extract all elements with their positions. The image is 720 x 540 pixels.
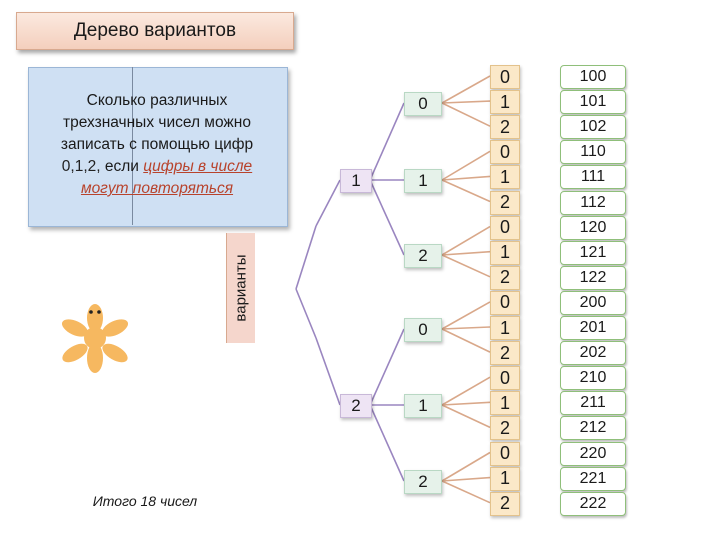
result-number: 210 xyxy=(560,366,626,390)
result-number: 200 xyxy=(560,291,626,315)
level1-link-0 xyxy=(316,180,340,226)
result-number: 102 xyxy=(560,115,626,139)
second-digit-node: 0 xyxy=(404,318,442,342)
result-number: 201 xyxy=(560,316,626,340)
third-digit-node: 2 xyxy=(490,416,520,440)
root-branch-bottom xyxy=(296,289,316,338)
result-number: 110 xyxy=(560,140,626,164)
third-digit-node: 2 xyxy=(490,341,520,365)
third-digit-node: 1 xyxy=(490,467,520,491)
result-number: 202 xyxy=(560,341,626,365)
result-number: 221 xyxy=(560,467,626,491)
result-number: 122 xyxy=(560,266,626,290)
result-number: 222 xyxy=(560,492,626,516)
level3-link-17 xyxy=(442,481,490,503)
level1-link-1 xyxy=(316,338,340,405)
third-digit-node: 0 xyxy=(490,65,520,89)
third-digit-node: 1 xyxy=(490,90,520,114)
level3-link-10 xyxy=(442,327,490,329)
second-digit-node: 1 xyxy=(404,394,442,418)
third-digit-node: 0 xyxy=(490,140,520,164)
third-digit-node: 1 xyxy=(490,241,520,265)
level3-link-12 xyxy=(442,377,490,405)
level2-link-3 xyxy=(370,329,404,405)
third-digit-node: 2 xyxy=(490,115,520,139)
level3-link-6 xyxy=(442,227,490,255)
level2-link-5 xyxy=(370,405,404,481)
root-branch-top xyxy=(296,226,316,289)
third-digit-node: 2 xyxy=(490,266,520,290)
level3-link-13 xyxy=(442,402,490,405)
third-digit-node: 1 xyxy=(490,316,520,340)
third-digit-node: 2 xyxy=(490,191,520,215)
level3-link-15 xyxy=(442,453,490,482)
result-number: 112 xyxy=(560,191,626,215)
result-number: 220 xyxy=(560,442,626,466)
result-number: 211 xyxy=(560,391,626,415)
third-digit-node: 0 xyxy=(490,366,520,390)
result-number: 120 xyxy=(560,216,626,240)
second-digit-node: 2 xyxy=(404,470,442,494)
first-digit-node: 2 xyxy=(340,394,372,418)
result-number: 111 xyxy=(560,165,626,189)
level3-link-0 xyxy=(442,76,490,103)
level2-link-0 xyxy=(370,103,404,180)
result-number: 101 xyxy=(560,90,626,114)
level3-link-7 xyxy=(442,252,490,255)
third-digit-node: 1 xyxy=(490,165,520,189)
second-digit-node: 0 xyxy=(404,92,442,116)
level3-link-14 xyxy=(442,405,490,427)
level3-link-16 xyxy=(442,478,490,481)
level3-link-8 xyxy=(442,255,490,277)
level3-link-5 xyxy=(442,180,490,202)
level3-link-9 xyxy=(442,302,490,329)
third-digit-node: 0 xyxy=(490,216,520,240)
level3-link-2 xyxy=(442,103,490,126)
first-digit-node: 1 xyxy=(340,169,372,193)
second-digit-node: 1 xyxy=(404,169,442,193)
third-digit-node: 2 xyxy=(490,492,520,516)
level3-link-4 xyxy=(442,176,490,180)
level2-link-2 xyxy=(370,180,404,255)
result-number: 121 xyxy=(560,241,626,265)
level3-link-11 xyxy=(442,329,490,352)
third-digit-node: 0 xyxy=(490,291,520,315)
third-digit-node: 1 xyxy=(490,391,520,415)
level3-link-3 xyxy=(442,151,490,180)
result-number: 212 xyxy=(560,416,626,440)
result-number: 100 xyxy=(560,65,626,89)
level3-link-1 xyxy=(442,101,490,103)
third-digit-node: 0 xyxy=(490,442,520,466)
second-digit-node: 2 xyxy=(404,244,442,268)
